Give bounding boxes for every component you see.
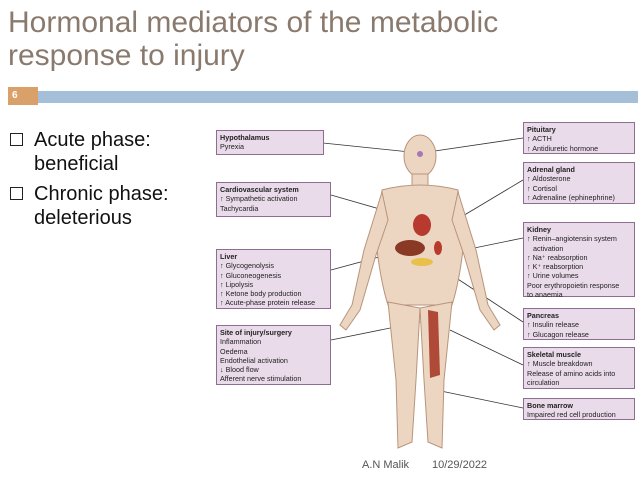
panel-line: ↑ Insulin release (527, 320, 579, 330)
panel-line: ↑ Acute-phase protein release (220, 298, 316, 308)
slide-number: 6 (8, 87, 38, 105)
bullet-item: Chronic phase: deleterious (10, 182, 200, 230)
skeletal-muscle-icon (428, 310, 440, 378)
human-body-illustration (339, 134, 501, 449)
panel-title: Pancreas (527, 311, 559, 320)
panel-line: ↑ Muscle breakdown (527, 359, 593, 369)
panel-cardiovascular: Cardiovascular system ↑ Sympathetic acti… (216, 182, 331, 217)
panel-pituitary: Pituitary ↑ ACTH ↑ Antidiuretic hormone (523, 122, 635, 154)
panel-line: ↑ Cortisol (527, 183, 557, 193)
panel-line: Release of amino acids into (527, 368, 616, 378)
panel-site-of-injury: Site of injury/surgery Inflammation Oede… (216, 325, 331, 385)
panel-line: Afferent nerve stimulation (220, 374, 302, 384)
panel-line: ↑ Lipolysis (220, 279, 254, 289)
panel-line: activation (533, 243, 564, 253)
bullet-item: Acute phase: beneficial (10, 128, 200, 176)
heart-icon (413, 214, 431, 236)
panel-line: Impaired red cell production (527, 410, 616, 420)
panel-line: Endothelial activation (220, 355, 288, 365)
panel-line: ↑ Na⁺ reabsorption (527, 252, 588, 262)
slide-title: Hormonal mediators of the metabolic resp… (8, 6, 499, 72)
bullet-text: Acute phase: beneficial (34, 129, 151, 175)
panel-liver: Liver ↑ Glycogenolysis ↑ Gluconeogenesis… (216, 249, 331, 309)
panel-title: Pituitary (527, 125, 556, 134)
panel-line: ↑ Antidiuretic hormone (527, 143, 599, 153)
panel-line: circulation (527, 377, 560, 387)
panel-line: ↑ Glucagon release (527, 329, 589, 339)
title-accent-bar (38, 91, 638, 103)
bullet-text: Chronic phase: deleterious (34, 183, 169, 229)
checkbox-bullet-icon (10, 187, 23, 200)
kidney-icon (434, 241, 442, 255)
panel-line: ↑ Gluconeogenesis (220, 270, 282, 280)
panel-title: Hypothalamus (220, 133, 270, 142)
panel-line: ↑ K⁺ reabsorption (527, 262, 584, 272)
panel-title: Site of injury/surgery (220, 328, 292, 337)
panel-title: Kidney (527, 225, 551, 234)
panel-line: Pyrexia (220, 142, 244, 152)
panel-pancreas: Pancreas ↑ Insulin release ↑ Glucagon re… (523, 308, 635, 340)
panel-hypothalamus: Hypothalamus Pyrexia (216, 130, 324, 155)
panel-skeletal-muscle: Skeletal muscle ↑ Muscle breakdown Relea… (523, 347, 635, 389)
panel-line: ↑ Glycogenolysis (220, 261, 274, 271)
panel-kidney: Kidney ↑ Renin–angiotensin system activa… (523, 222, 635, 300)
panel-title: Skeletal muscle (527, 350, 581, 359)
panel-title: Cardiovascular system (220, 185, 299, 194)
panel-line: ↑ Ketone body production (220, 289, 302, 299)
panel-line: Tachycardia (220, 203, 259, 213)
panel-adrenal-gland: Adrenal gland ↑ Aldosterone ↑ Cortisol ↑… (523, 162, 635, 204)
footer-date: 10/29/2022 (432, 459, 488, 471)
panel-title: Liver (220, 252, 238, 261)
panel-line: ↑ Adrenaline (ephinephrine) (527, 192, 615, 202)
panel-line: ↑ Sympathetic activation (220, 194, 298, 204)
panel-line: ↑ ACTH (527, 134, 552, 144)
panel-line: Oedema (220, 346, 248, 356)
pituitary-icon (417, 151, 423, 157)
liver-icon (395, 240, 425, 256)
panel-line: Poor erythropoietin response (527, 280, 620, 290)
pancreas-icon (411, 258, 433, 266)
panel-line: ↑ Aldosterone (527, 174, 571, 184)
checkbox-bullet-icon (10, 133, 23, 146)
panel-line: ↓ Blood flow (220, 365, 259, 375)
panel-bone-marrow: Bone marrow Impaired red cell production (523, 398, 635, 420)
bullet-list: Acute phase: beneficial Chronic phase: d… (10, 128, 200, 236)
footer-author: A.N Malik (362, 459, 410, 471)
panel-line: to anaemia (527, 290, 563, 300)
panel-title: Bone marrow (527, 401, 573, 410)
panel-line: Inflammation (220, 337, 262, 347)
panel-title: Adrenal gland (527, 165, 575, 174)
panel-line: ↑ Renin–angiotensin system (527, 234, 617, 244)
panel-line: ↑ Urine volumes (527, 271, 579, 281)
